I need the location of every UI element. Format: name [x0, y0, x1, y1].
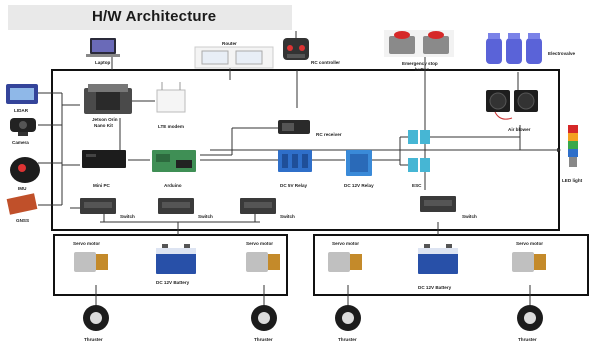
servo-motor-1: Servo motor: [73, 241, 108, 272]
arduino-label: Arduino: [164, 183, 182, 188]
esc-label: ESC: [412, 183, 422, 188]
switch-1: Switch: [80, 198, 135, 219]
switch-3-label: Switch: [280, 214, 295, 219]
battery-2-label: DC 12V Battery: [418, 285, 452, 290]
battery-2: DC 12V Battery: [418, 244, 458, 290]
mini-pc: Mini PC: [82, 150, 126, 188]
mini-pc-label: Mini PC: [93, 183, 111, 188]
gnss: GNSS: [6, 193, 38, 223]
page-title: H/W Architecture: [92, 8, 217, 25]
thruster-2-label: Thruster: [254, 337, 273, 342]
lte-modem-label: LTE modem: [158, 124, 184, 129]
jetson-orin-nano: Jetson Orin Nano Kit: [84, 84, 132, 128]
rc-controller-label: RC controller: [311, 60, 340, 65]
thruster-3: Thruster: [335, 305, 361, 342]
electrovalve-label: Electrovalve: [548, 51, 576, 56]
switch-2-label: Switch: [198, 214, 213, 219]
rc-receiver: RC receiver: [278, 120, 342, 137]
rc-controller: RC controller: [283, 31, 340, 65]
emergency-stop-label-2: button: [415, 67, 429, 72]
servo-motor-4: Servo motor: [512, 241, 546, 272]
jetson-label-2: Nano Kit: [94, 123, 113, 128]
switch-1-label: Switch: [120, 214, 135, 219]
rc-receiver-label: RC receiver: [316, 132, 342, 137]
right-propulsion-frame: [313, 234, 589, 296]
camera-label: Camera: [12, 140, 29, 145]
led-light-label: LED light: [562, 178, 583, 183]
gnss-label: GNSS: [16, 218, 29, 223]
lte-modem: LTE modem: [156, 82, 186, 129]
laptop: Laptop: [86, 38, 120, 65]
servo-motor-2-label: Servo motor: [246, 241, 273, 246]
thruster-3-label: Thruster: [338, 337, 357, 342]
camera: Camera: [10, 118, 36, 145]
jetson-label-1: Jetson Orin: [92, 117, 118, 122]
router-label: Router: [222, 41, 237, 46]
imu-label: IMU: [18, 186, 27, 191]
left-propulsion-frame: [53, 234, 288, 296]
thruster-4-label: Thruster: [518, 337, 537, 342]
switch-2: Switch: [158, 198, 213, 219]
air-blower: Air blower: [486, 90, 538, 132]
relay-12v: DC 12V Relay: [344, 150, 374, 188]
esc-group: ESC: [408, 130, 430, 188]
thruster-1-label: Thruster: [84, 337, 103, 342]
servo-motor-1-label: Servo motor: [73, 241, 100, 246]
switch-4: Switch: [420, 196, 477, 219]
servo-motor-3-label: Servo motor: [332, 241, 359, 246]
emergency-stop-buttons: Emergency stop button: [384, 30, 454, 72]
led-light: LED light: [562, 125, 583, 183]
thruster-2: Thruster: [251, 305, 277, 342]
thruster-4: Thruster: [517, 305, 543, 342]
servo-motor-2: Servo motor: [246, 241, 280, 272]
electrovalves: Electrovalve: [486, 33, 576, 64]
emergency-stop-label-1: Emergency stop: [402, 61, 438, 66]
battery-1-label: DC 12V Battery: [156, 280, 190, 285]
router-group: Router: [194, 41, 274, 69]
servo-motor-4-label: Servo motor: [516, 241, 543, 246]
relay-12v-label: DC 12V Relay: [344, 183, 374, 188]
relay-5v-label: DC 5V Relay: [280, 183, 308, 188]
battery-1: DC 12V Battery: [156, 244, 196, 285]
lidar-label: LIDAR: [14, 108, 29, 113]
switch-4-label: Switch: [462, 214, 477, 219]
air-blower-label: Air blower: [508, 127, 531, 132]
lidar: LIDAR: [6, 84, 38, 113]
switch-3: Switch: [240, 198, 295, 219]
laptop-label: Laptop: [95, 60, 111, 65]
servo-motor-3: Servo motor: [328, 241, 362, 272]
thruster-1: Thruster: [83, 305, 109, 342]
title-bar: [8, 5, 292, 30]
arduino: Arduino: [152, 150, 196, 188]
imu: IMU: [10, 157, 40, 191]
relay-5v: DC 5V Relay: [278, 150, 312, 188]
